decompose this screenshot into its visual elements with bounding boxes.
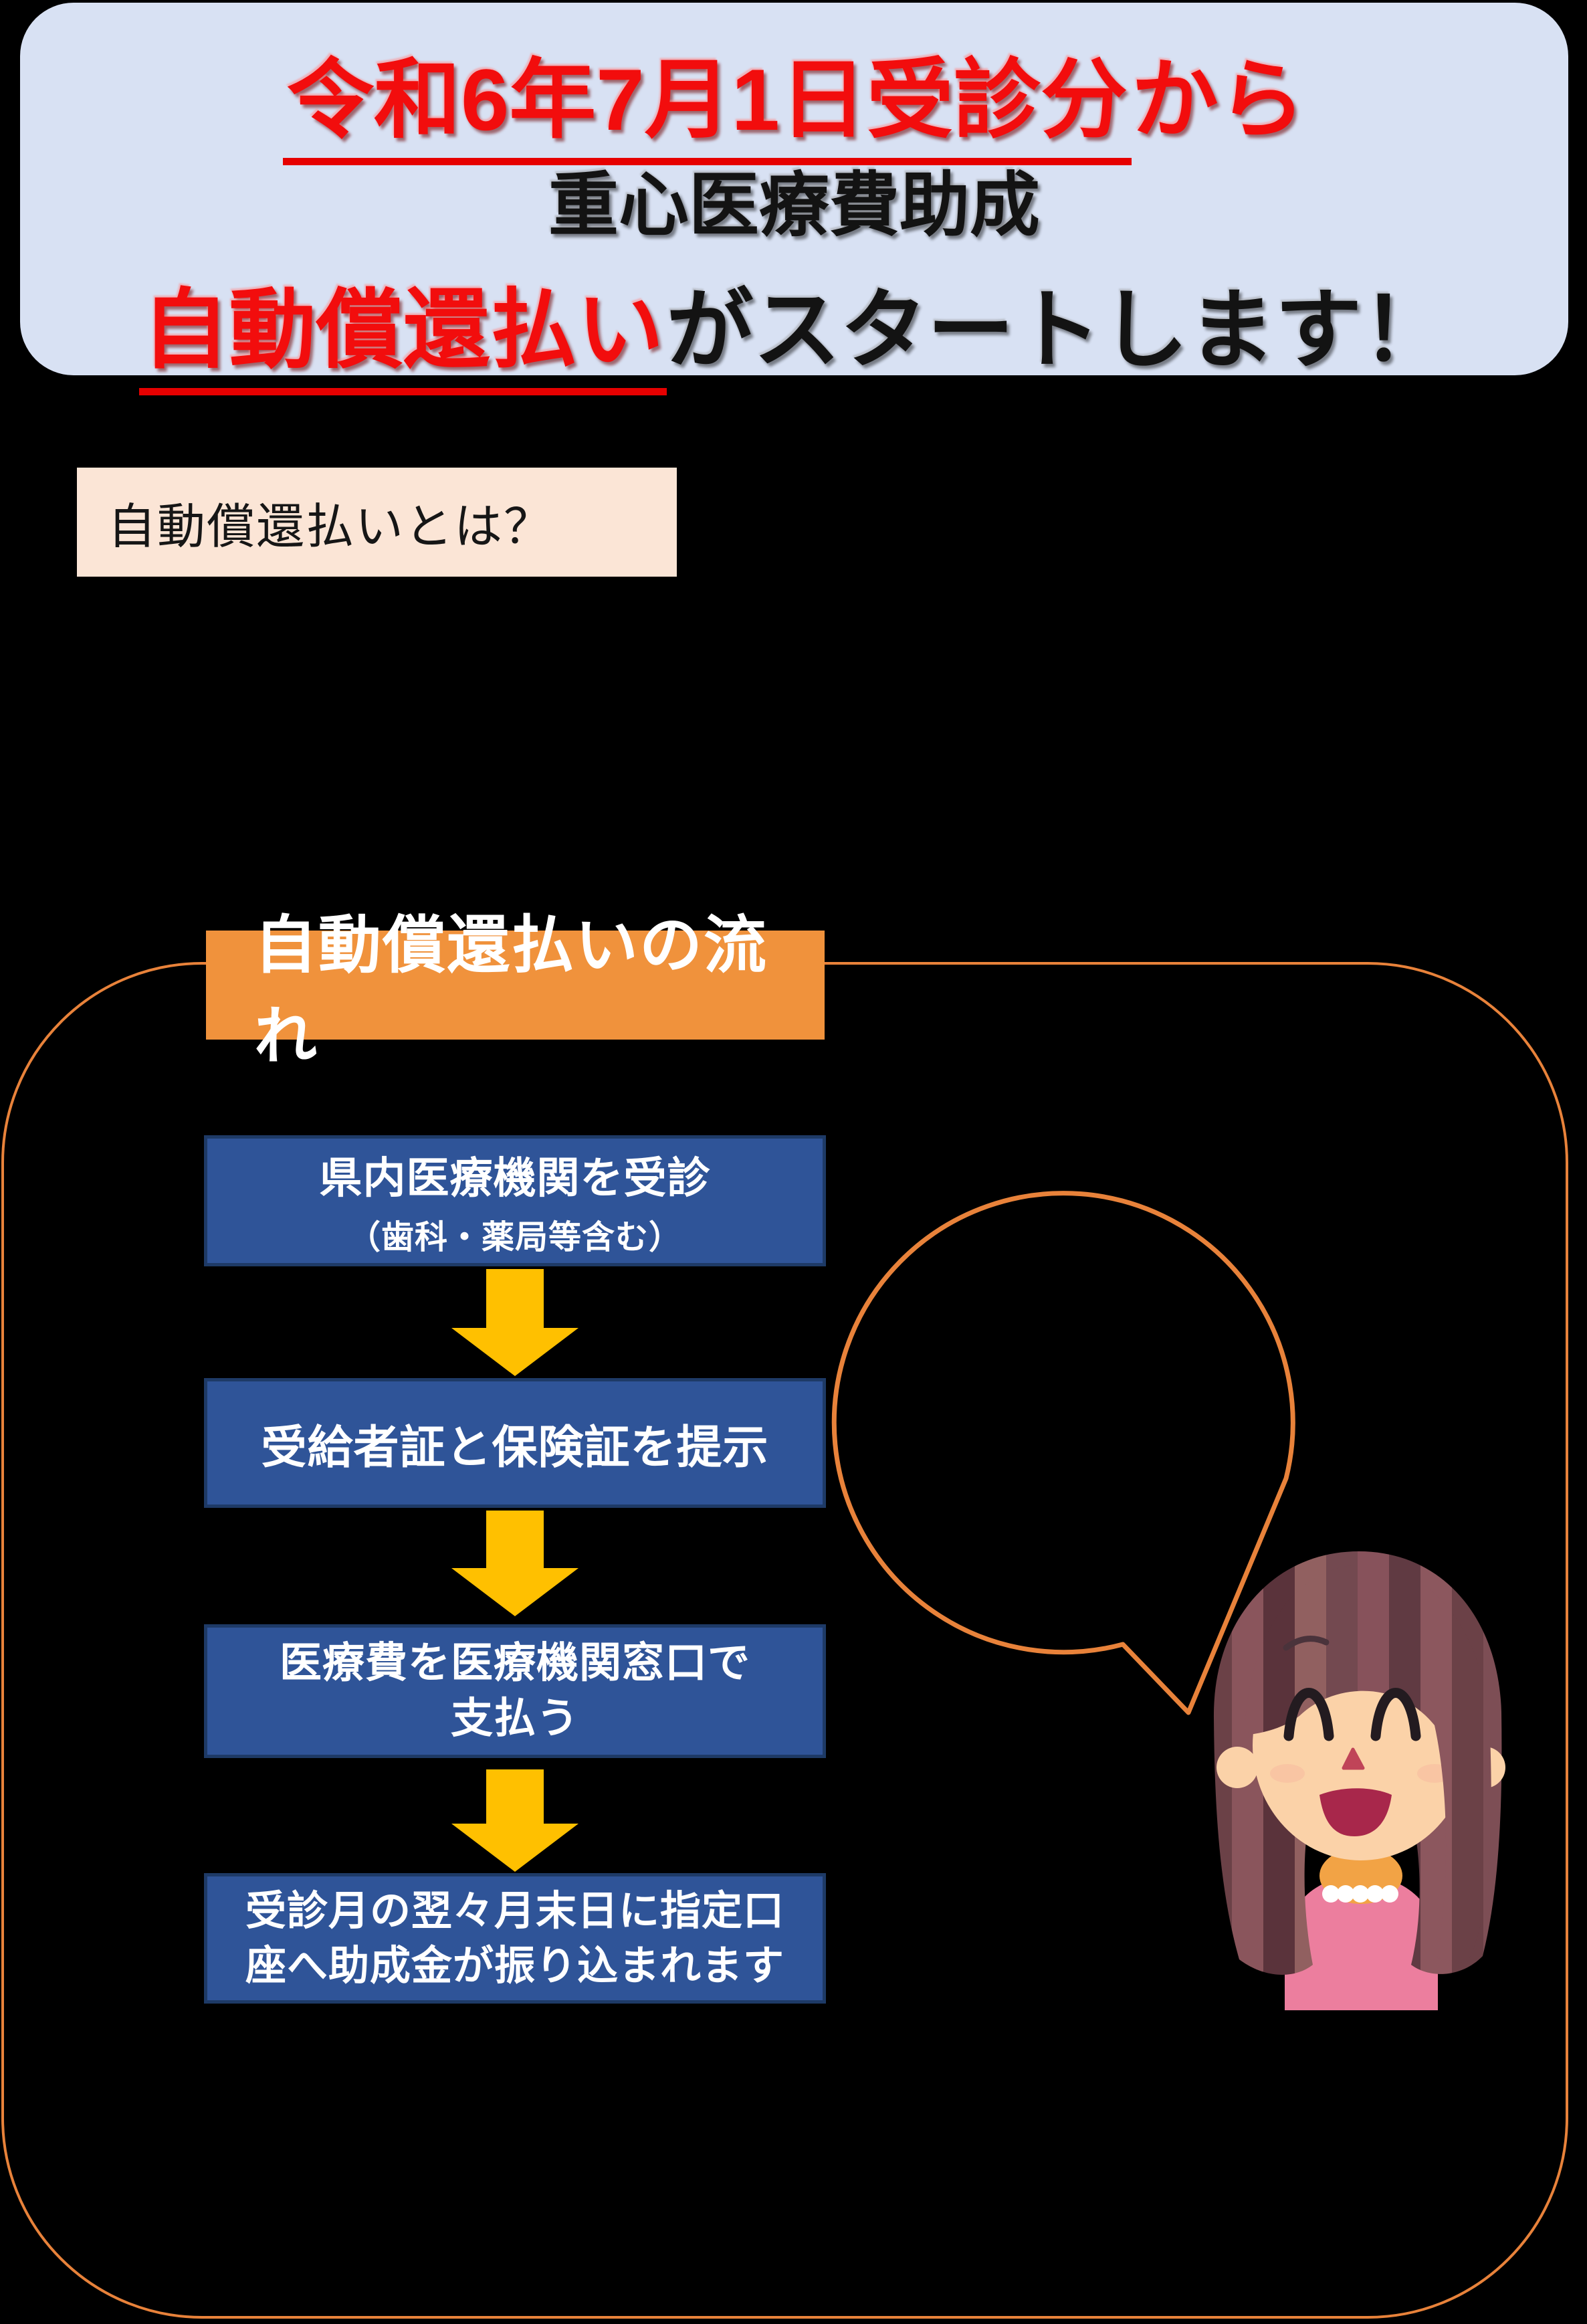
- flow-step-1: 県内医療機関を受診 （歯科・薬局等含む）: [204, 1135, 826, 1266]
- flow-step-4-line1: 受診月の翌々月末日に指定口: [245, 1887, 784, 1933]
- flow-step-3: 医療費を医療機関窓口で 支払う: [204, 1624, 826, 1758]
- question-box: 自動償還払いとは？: [77, 468, 677, 577]
- title-line3-highlight: 自動償還払い: [139, 260, 667, 395]
- sweater: [1285, 1876, 1438, 2010]
- flow-step-1-line1: 県内医療機関を受診: [319, 1153, 711, 1202]
- flow-step-3-line1: 医療費を医療機関窓口で: [280, 1639, 750, 1686]
- smiling-woman-illustration: [1213, 1551, 1505, 2010]
- flow-step-1-line2: （歯科・薬局等含む）: [347, 1219, 682, 1256]
- flow-step-4: 受診月の翌々月末日に指定口 座へ助成金が振り込まれます: [204, 1873, 826, 2004]
- cheek-left: [1270, 1764, 1305, 1783]
- collar-trim: [1322, 1885, 1398, 1903]
- title-banner: 令和6年7月1日受診分から 重心医療費助成 自動償還払いがスタートします！: [20, 3, 1568, 395]
- flow-header: 自動償還払いの流れ: [206, 910, 825, 1071]
- title-line1-suffix: から: [1131, 51, 1305, 149]
- eye-left: [1283, 1688, 1334, 1741]
- eyebrow: [1283, 1636, 1330, 1651]
- title-line-3: 自動償還払いがスタートします！: [20, 260, 1568, 395]
- flow-step-2-line1: 受給者証と保険証を提示: [261, 1422, 769, 1473]
- down-arrow-icon: [451, 1769, 578, 1872]
- title-line1-highlight: 令和6年7月1日受診分: [283, 29, 1132, 165]
- title-line-1: 令和6年7月1日受診分から: [20, 29, 1568, 165]
- mouth: [1319, 1788, 1392, 1836]
- down-arrow-icon: [451, 1511, 578, 1616]
- nose: [1342, 1747, 1365, 1770]
- title-line-2: 重心医療費助成: [548, 167, 1040, 245]
- down-arrow-icon: [451, 1269, 578, 1376]
- eye-right: [1370, 1688, 1421, 1741]
- flow-header-label: 自動償還払いの流れ: [254, 909, 768, 1071]
- flow-step-4-line2: 座へ助成金が振り込まれます: [245, 1942, 784, 1988]
- flow-step-2: 受給者証と保険証を提示: [204, 1378, 826, 1508]
- title-line3-suffix: がスタートします！: [666, 281, 1449, 379]
- question-box-label: 自動償還払いとは？: [108, 500, 554, 554]
- flow-step-3-line2: 支払う: [451, 1695, 579, 1742]
- ear-left: [1216, 1747, 1258, 1788]
